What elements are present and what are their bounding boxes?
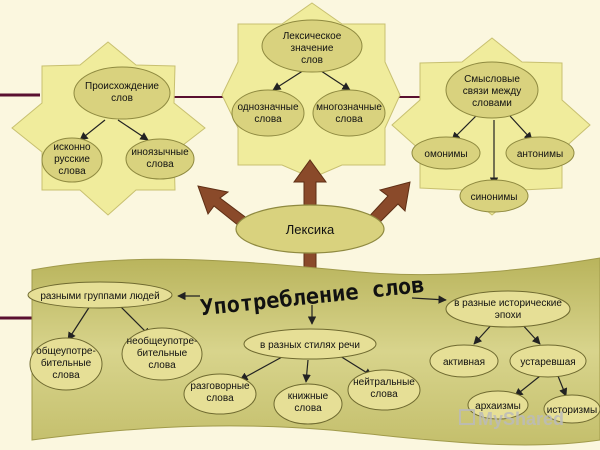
origin-title-l2: слов bbox=[111, 93, 133, 104]
connector bbox=[117, 119, 149, 141]
epochs-l1: в разные исторические bbox=[454, 298, 562, 309]
semantic-links-star bbox=[391, 37, 591, 216]
epochs-ellipse bbox=[445, 290, 571, 328]
connector bbox=[411, 295, 447, 304]
bookish-l1: книжные bbox=[288, 391, 329, 402]
colloquial-l2: слова bbox=[206, 393, 234, 404]
lexical-meaning-title-l2: значение bbox=[291, 43, 334, 54]
semantic-links-title-l1: Смысловые bbox=[464, 74, 520, 85]
foreign-origin-l2: слова bbox=[146, 159, 174, 170]
antonyms-label: антонимы bbox=[517, 149, 563, 160]
lexika-label: Лексика bbox=[286, 222, 335, 237]
lexical-meaning-title-l3: слов bbox=[301, 55, 323, 66]
connector bbox=[557, 375, 568, 397]
connector bbox=[509, 115, 533, 141]
multi-meaning-l2: слова bbox=[335, 114, 363, 125]
lexical-meaning-title-ellipse bbox=[261, 19, 363, 73]
native-russian-l1: исконно bbox=[53, 142, 91, 153]
connector bbox=[79, 119, 106, 141]
connector bbox=[67, 305, 91, 341]
single-meaning-l1: однозначные bbox=[237, 102, 299, 113]
common-words-l3: слова bbox=[52, 370, 80, 381]
common-words-ellipse bbox=[29, 337, 103, 391]
uncommon-words-ellipse bbox=[121, 327, 203, 381]
native-russian-l3: слова bbox=[58, 166, 86, 177]
epochs-l2: эпохи bbox=[495, 310, 522, 321]
single-meaning-l2: слова bbox=[254, 114, 282, 125]
semantic-links-title-l2: связи между bbox=[463, 86, 521, 97]
lexika-ellipse bbox=[235, 204, 385, 254]
multi-meaning-ellipse bbox=[312, 89, 386, 137]
homonyms-ellipse bbox=[411, 136, 481, 170]
bookish-ellipse bbox=[273, 383, 343, 425]
origin-title-l1: Происхождение bbox=[85, 81, 159, 92]
styles-label: в разных стилях речи bbox=[260, 340, 360, 351]
bookish-l2: слова bbox=[294, 403, 322, 414]
connector bbox=[514, 375, 541, 397]
colloquial-l1: разговорные bbox=[190, 381, 250, 392]
groups-ellipse bbox=[27, 281, 173, 309]
watermark: MyShared bbox=[459, 409, 564, 429]
common-words-l2: бительные bbox=[41, 357, 92, 369]
native-russian-l2: русские bbox=[54, 154, 90, 165]
connector bbox=[302, 359, 311, 383]
antonyms-ellipse bbox=[505, 136, 575, 170]
common-words-l1: общеупотре- bbox=[36, 345, 96, 357]
colloquial-ellipse bbox=[183, 373, 257, 415]
connector bbox=[451, 115, 477, 141]
active-ellipse bbox=[429, 344, 499, 378]
semantic-links-title-l3: словами bbox=[472, 98, 512, 109]
uncommon-words-l2: бительные bbox=[137, 347, 188, 359]
connector bbox=[239, 356, 283, 381]
archaisms-ellipse bbox=[467, 390, 529, 420]
arrow-to-lexical-meaning bbox=[293, 159, 327, 209]
foreign-origin-l1: иноязычные bbox=[131, 147, 189, 158]
historisms-ellipse bbox=[543, 394, 600, 424]
semantic-links-title-ellipse bbox=[445, 61, 539, 119]
native-russian-ellipse bbox=[41, 137, 103, 183]
lexical-meaning-title-l1: Лексическое bbox=[283, 31, 342, 42]
styles-ellipse bbox=[243, 328, 377, 360]
multi-meaning-l1: многозначные bbox=[316, 102, 382, 113]
active-label: активная bbox=[443, 357, 485, 368]
synonyms-ellipse bbox=[459, 179, 529, 213]
archaisms-label: архаизмы bbox=[475, 401, 521, 412]
neutral-ellipse bbox=[347, 369, 421, 411]
single-meaning-ellipse bbox=[231, 89, 305, 137]
neutral-l2: слова bbox=[370, 389, 398, 400]
historisms-label: историзмы bbox=[547, 405, 597, 416]
homonyms-label: омонимы bbox=[424, 149, 467, 160]
groups-label: разными группами людей bbox=[40, 291, 159, 302]
obsolete-ellipse bbox=[509, 344, 587, 378]
origin-title-ellipse bbox=[73, 66, 171, 120]
neutral-l1: нейтральные bbox=[353, 377, 415, 388]
uncommon-words-l3: слова bbox=[148, 360, 176, 371]
obsolete-label: устаревшая bbox=[520, 357, 575, 368]
synonyms-label: синонимы bbox=[471, 192, 518, 203]
watermark-text: MyShared bbox=[478, 409, 564, 429]
watermark-icon bbox=[459, 409, 475, 425]
foreign-origin-ellipse bbox=[125, 138, 195, 180]
uncommon-words-l1: необщеупотре- bbox=[127, 335, 198, 347]
